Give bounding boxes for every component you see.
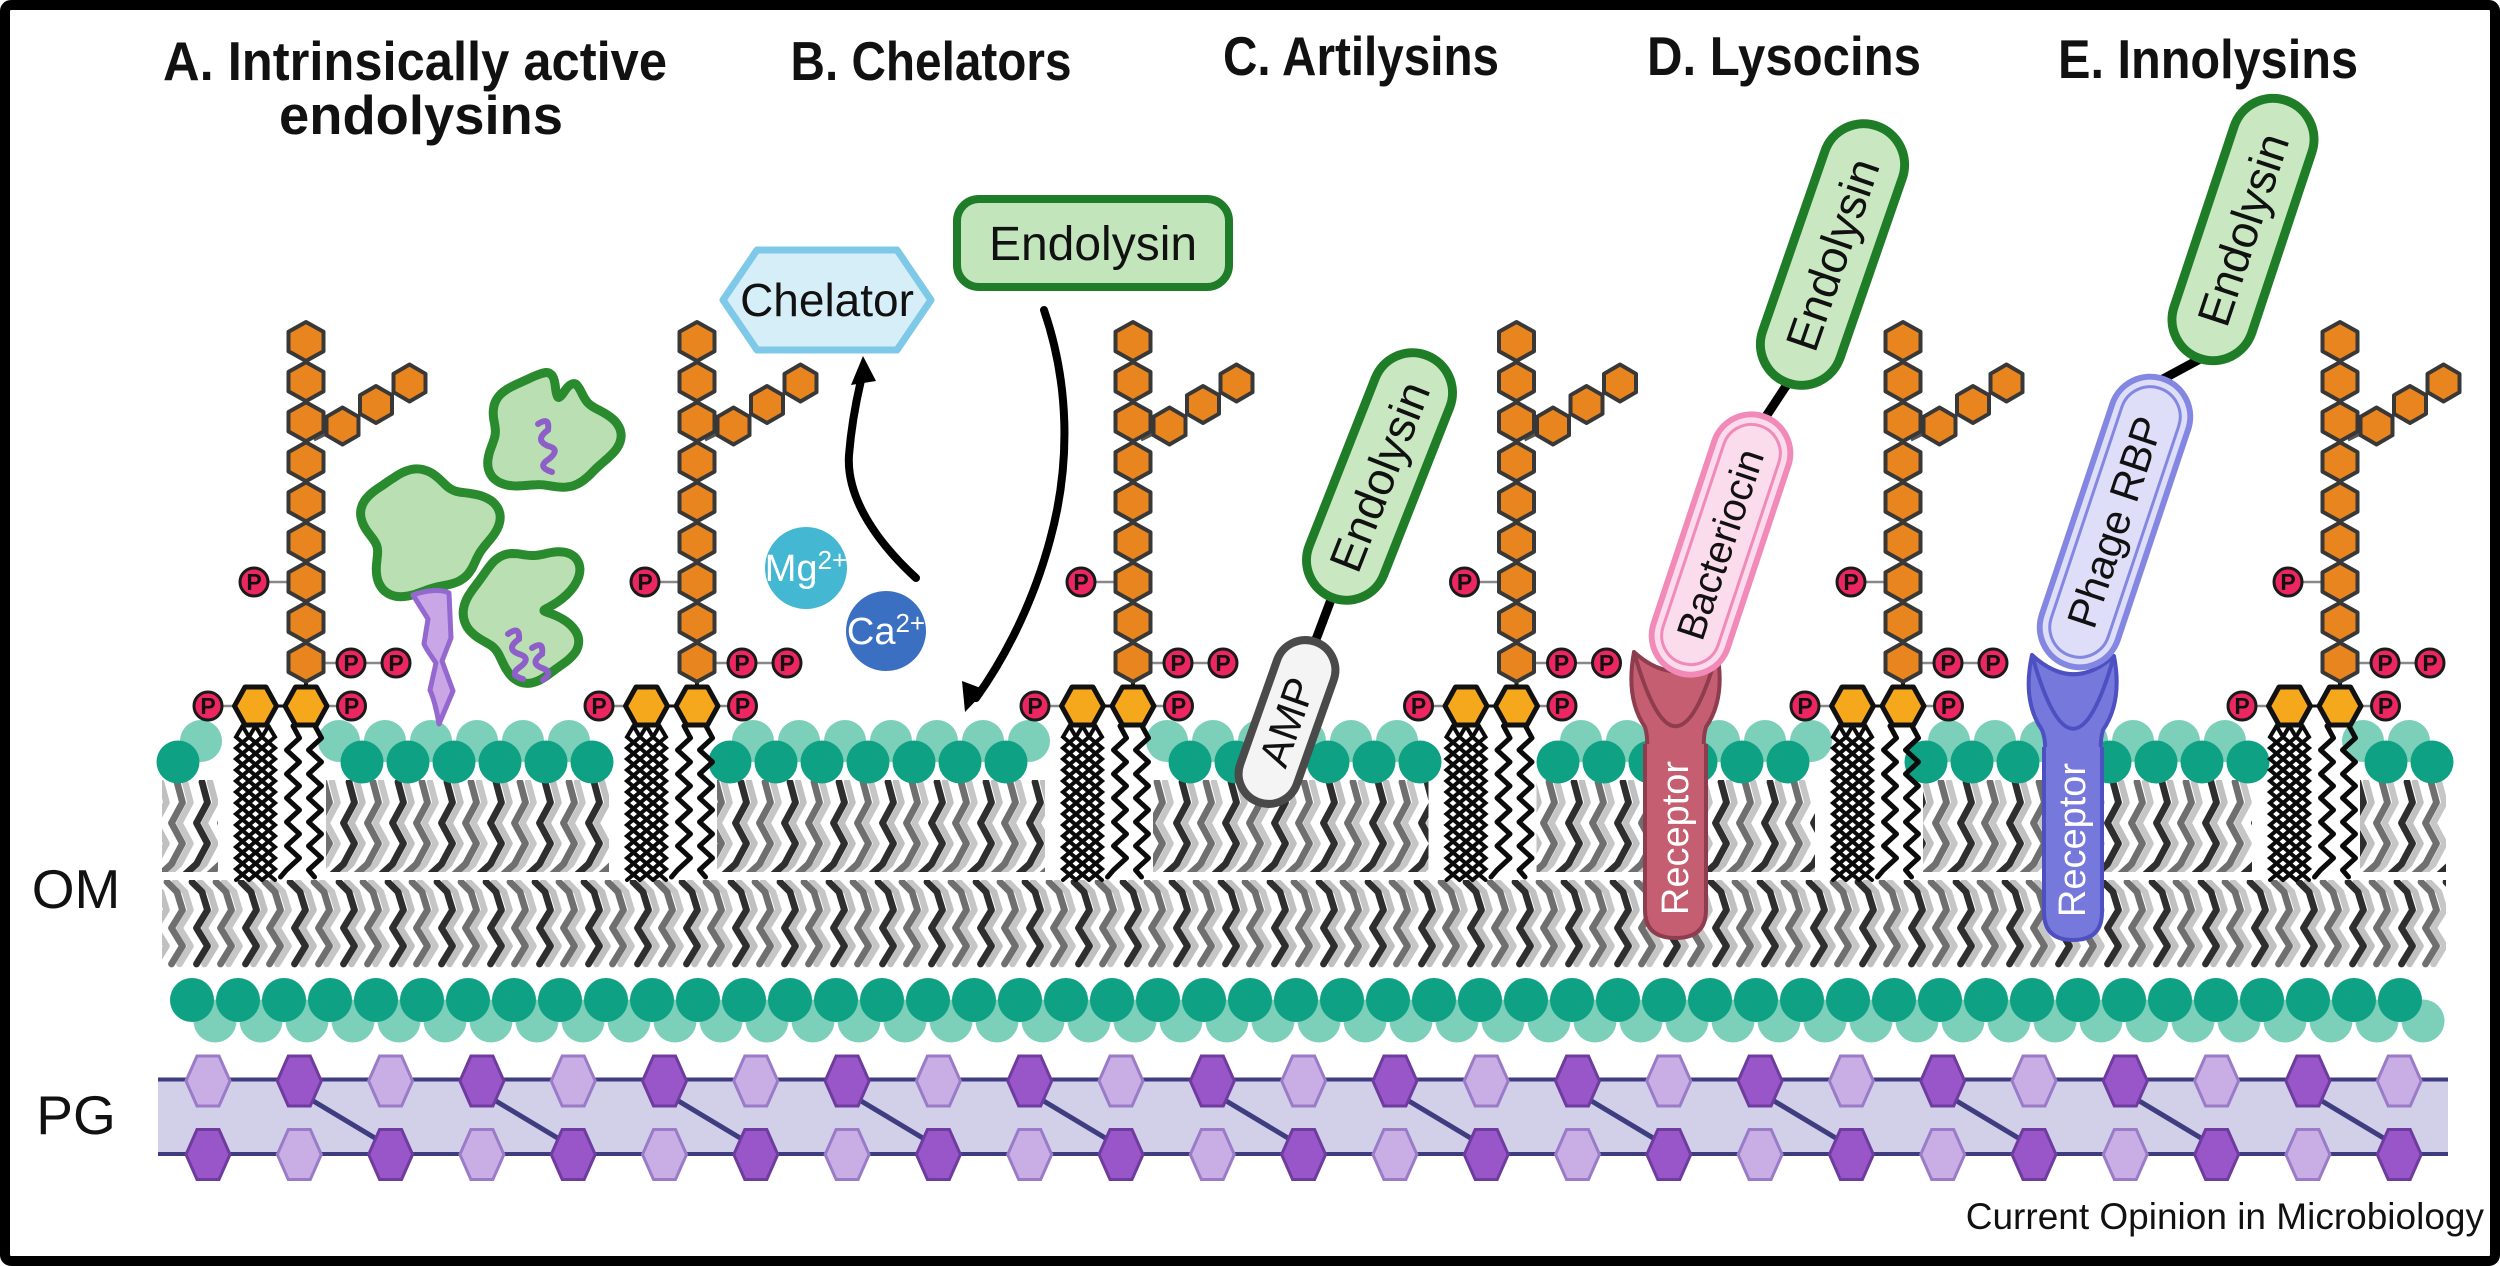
svg-text:P: P: [344, 693, 359, 719]
svg-text:P: P: [246, 569, 261, 595]
svg-text:OM: OM: [32, 858, 121, 920]
svg-text:B. Chelators: B. Chelators: [791, 30, 1072, 92]
svg-text:Chelator: Chelator: [740, 274, 914, 326]
svg-text:A. Intrinsically active: A. Intrinsically active: [163, 30, 667, 92]
svg-text:PG: PG: [36, 1084, 115, 1146]
svg-text:P: P: [388, 650, 403, 676]
svg-text:P: P: [200, 693, 215, 719]
svg-text:Current Opinion in Microbiolog: Current Opinion in Microbiology: [1966, 1196, 2485, 1237]
svg-text:C. Artilysins: C. Artilysins: [1223, 25, 1499, 87]
svg-text:Receptor: Receptor: [2052, 763, 2094, 918]
svg-text:Receptor: Receptor: [1655, 761, 1697, 916]
svg-text:Endolysin: Endolysin: [989, 218, 1197, 271]
svg-text:P: P: [343, 650, 358, 676]
svg-text:D. Lysocins: D. Lysocins: [1647, 25, 1921, 87]
svg-text:E. Innolysins: E. Innolysins: [2058, 28, 2358, 90]
svg-text:endolysins: endolysins: [279, 84, 563, 146]
